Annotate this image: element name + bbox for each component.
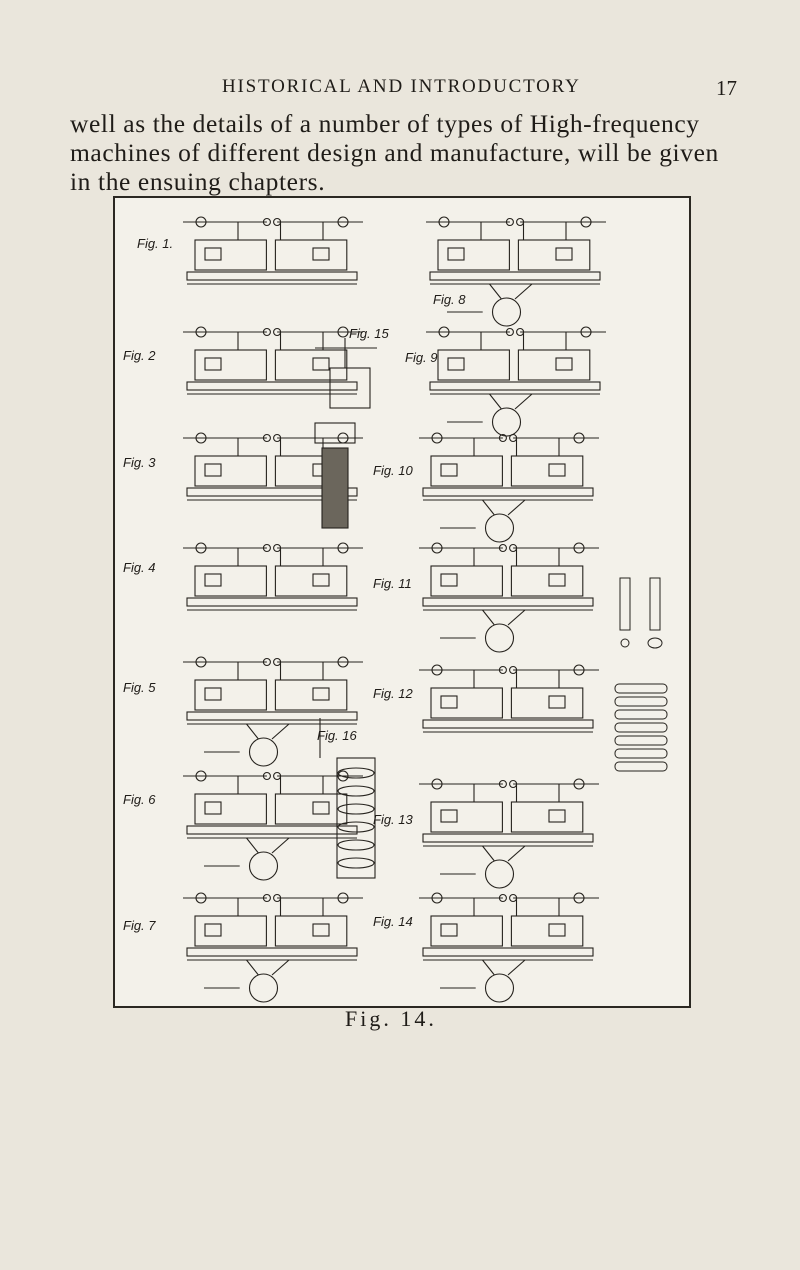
apparatus-fig-5 xyxy=(183,656,363,767)
coil-stack xyxy=(614,577,668,772)
fig-label-11: Fig. 11 xyxy=(373,576,412,591)
fig-label-6: Fig. 6 xyxy=(123,792,156,807)
apparatus-fig-4 xyxy=(183,542,363,611)
figure-caption: Fig. 14. xyxy=(345,1006,437,1031)
apparatus-fig-8 xyxy=(426,216,606,327)
apparatus-fig-14 xyxy=(419,892,599,1003)
fig-label-4: Fig. 4 xyxy=(123,560,156,575)
fig-label-13: Fig. 13 xyxy=(373,812,413,827)
apparatus-fig-16 xyxy=(319,718,376,879)
fig-label-7: Fig. 7 xyxy=(123,918,156,933)
apparatus-fig-10 xyxy=(419,432,599,543)
fig-label-1: Fig. 1. xyxy=(137,236,174,251)
apparatus-drawings xyxy=(183,216,668,1003)
fig-label-3: Fig. 3 xyxy=(123,455,156,470)
apparatus-fig-13 xyxy=(419,778,599,889)
fig-label-16: Fig. 16 xyxy=(317,728,357,743)
apparatus-fig-12 xyxy=(419,664,599,733)
apparatus-fig-11 xyxy=(419,542,599,653)
page-header: HISTORICAL AND INTRODUCTORY 17 xyxy=(0,76,800,106)
apparatus-fig-1 xyxy=(183,216,363,285)
apparatus-fig-9 xyxy=(426,326,606,437)
apparatus-fig-7 xyxy=(183,892,363,1003)
fig-label-8: Fig. 8 xyxy=(433,292,466,307)
apparatus-fig-2 xyxy=(183,326,363,395)
fig-label-14: Fig. 14 xyxy=(373,914,413,929)
figure-plate: Fig. 1. Fig. 2 Fig. 3 Fig. 4 Fig. 5 Fig.… xyxy=(113,196,691,1008)
apparatus-fig-15 xyxy=(314,338,377,529)
page-number: 17 xyxy=(716,76,737,100)
apparatus-fig-6 xyxy=(183,770,363,881)
body-paragraph: well as the details of a number of types… xyxy=(70,109,719,196)
fig-label-10: Fig. 10 xyxy=(373,463,413,478)
fig-label-9: Fig. 9 xyxy=(405,350,438,365)
fig-label-2: Fig. 2 xyxy=(123,348,156,363)
fig-label-12: Fig. 12 xyxy=(373,686,413,701)
fig-label-15: Fig. 15 xyxy=(349,326,389,341)
fig-label-5: Fig. 5 xyxy=(123,680,156,695)
running-head: HISTORICAL AND INTRODUCTORY xyxy=(222,76,581,97)
